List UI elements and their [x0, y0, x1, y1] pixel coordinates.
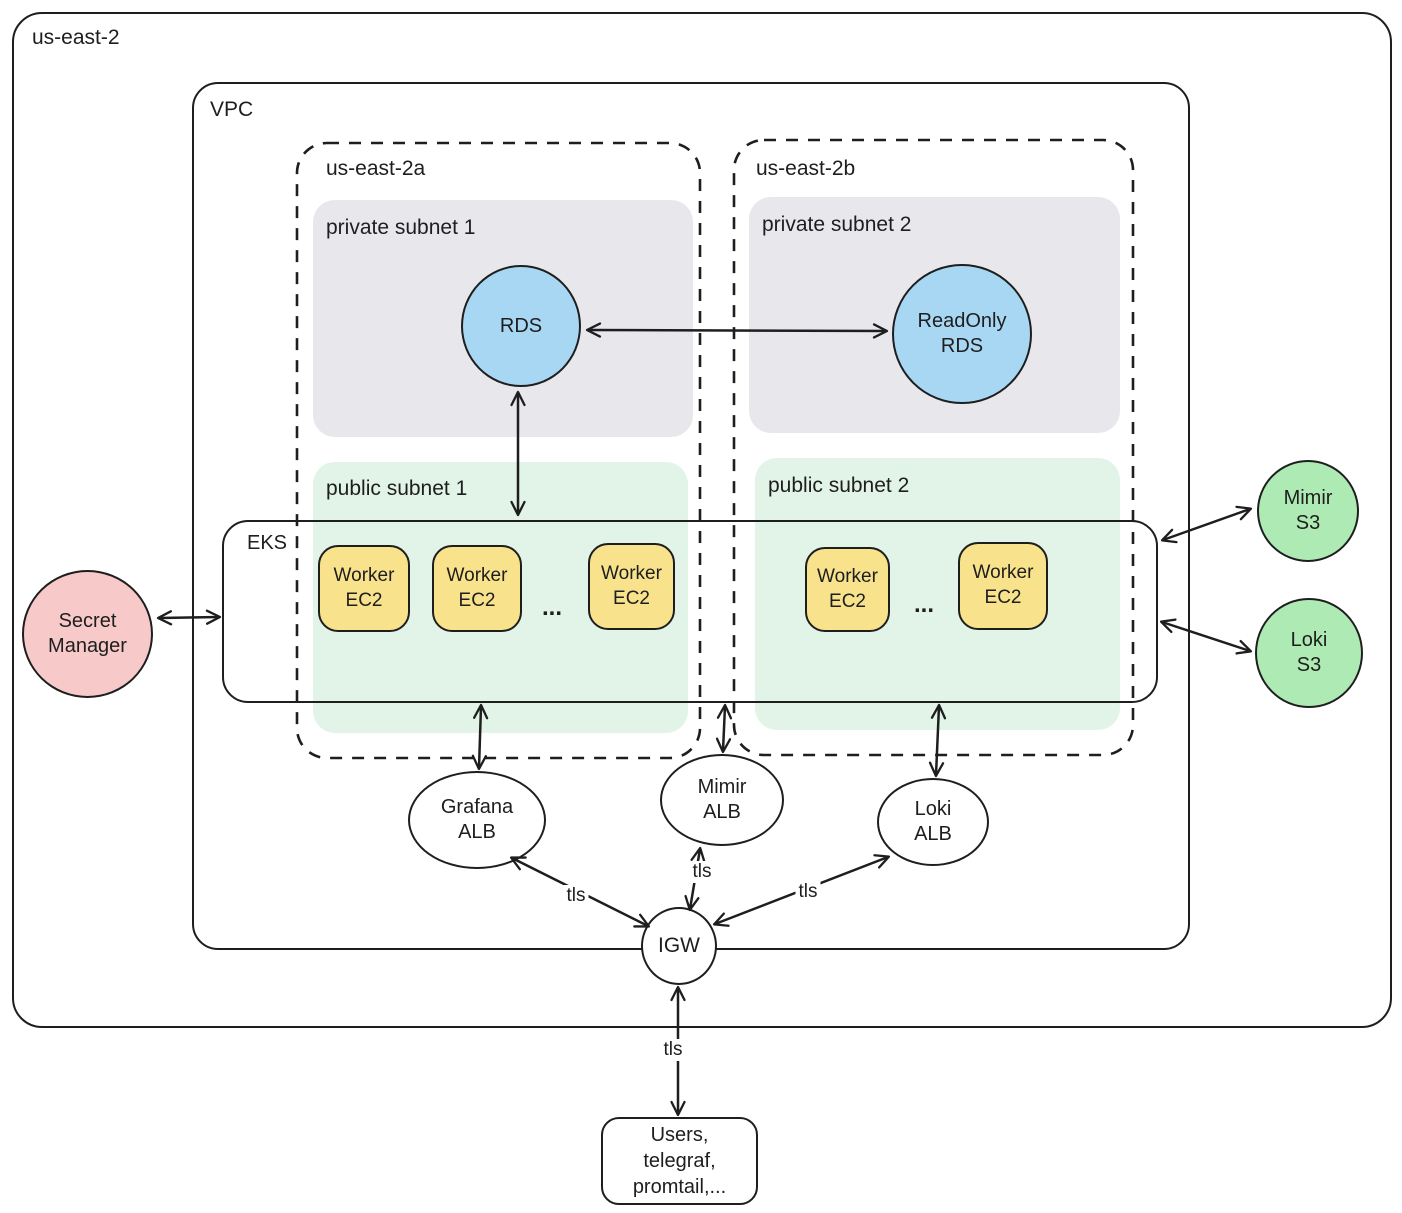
private-subnet-1-label: private subnet 1 [326, 216, 476, 239]
worker-label-line2: EC2 [613, 587, 650, 609]
region-box [12, 12, 1392, 1028]
loki-s3-label-line2: S3 [1296, 654, 1322, 676]
worker-label-line1: Worker [601, 562, 662, 584]
mimir-s3-label-line2: S3 [1295, 512, 1321, 534]
users-label-line2: telegraf, [643, 1150, 716, 1172]
mimir-alb-label-line1: Mimir [697, 776, 747, 798]
region-label: us-east-2 [32, 26, 120, 49]
loki-s3-node: Loki S3 [1255, 598, 1363, 708]
worker-label-line1: Worker [817, 565, 878, 587]
workers-ellipsis-2: ... [913, 591, 935, 618]
public-subnet-2-label: public subnet 2 [768, 474, 910, 497]
availability-zone-b-label: us-east-2b [756, 157, 856, 180]
users-node: Users, telegraf, promtail,... [601, 1117, 758, 1205]
mimir-alb-node: Mimir ALB [660, 754, 784, 846]
mimir-s3-node: Mimir S3 [1257, 460, 1359, 562]
worker-ec2-node: Worker EC2 [958, 542, 1048, 630]
readonly-rds-label-line1: ReadOnly [917, 310, 1007, 332]
edge-label-tls-users: tls [660, 1039, 686, 1061]
workers-ellipsis-1: ... [541, 594, 563, 621]
worker-label-line1: Worker [972, 562, 1034, 584]
public-subnet-1-label: public subnet 1 [326, 477, 468, 500]
worker-label-line2: EC2 [458, 589, 496, 611]
worker-label-line1: Worker [446, 564, 508, 586]
mimir-alb-label-line2: ALB [703, 801, 741, 823]
secret-manager-label-line1: Secret [58, 610, 117, 632]
edge-label-tls-loki: tls [795, 881, 821, 903]
worker-ec2-node: Worker EC2 [432, 545, 522, 632]
rds-label: RDS [499, 314, 543, 337]
loki-s3-label-line1: Loki [1290, 629, 1328, 651]
loki-alb-label-line2: ALB [914, 823, 952, 845]
users-label-line1: Users, [650, 1124, 709, 1146]
worker-ec2-node: Worker EC2 [805, 547, 890, 632]
private-subnet-2-label: private subnet 2 [762, 213, 912, 236]
worker-label-line2: EC2 [829, 590, 866, 612]
grafana-alb-label-line1: Grafana [440, 796, 514, 818]
igw-node: IGW [641, 907, 717, 985]
users-label-line3: promtail,... [632, 1176, 727, 1198]
secret-manager-node: Secret Manager [22, 570, 153, 698]
availability-zone-a-label: us-east-2a [326, 157, 426, 180]
secret-manager-label-line2: Manager [48, 635, 127, 657]
loki-alb-label-line1: Loki [914, 798, 952, 820]
grafana-alb-label-line2: ALB [458, 821, 496, 843]
readonly-rds-label-line2: RDS [940, 335, 984, 357]
edge-label-tls-grafana: tls [563, 885, 589, 907]
worker-label-line1: Worker [333, 564, 395, 586]
vpc-label: VPC [210, 98, 254, 121]
readonly-rds-node: ReadOnly RDS [892, 264, 1032, 404]
igw-label: IGW [658, 933, 700, 957]
rds-node: RDS [461, 265, 581, 387]
mimir-s3-label-line1: Mimir [1283, 487, 1333, 509]
loki-alb-node: Loki ALB [877, 778, 989, 866]
worker-ec2-node: Worker EC2 [588, 543, 675, 630]
worker-label-line2: EC2 [345, 589, 383, 611]
worker-label-line2: EC2 [984, 587, 1022, 608]
worker-ec2-node: Worker EC2 [318, 545, 410, 632]
grafana-alb-node: Grafana ALB [408, 771, 546, 869]
edge-label-tls-mimir: tls [689, 861, 715, 883]
eks-label: EKS [247, 532, 288, 554]
